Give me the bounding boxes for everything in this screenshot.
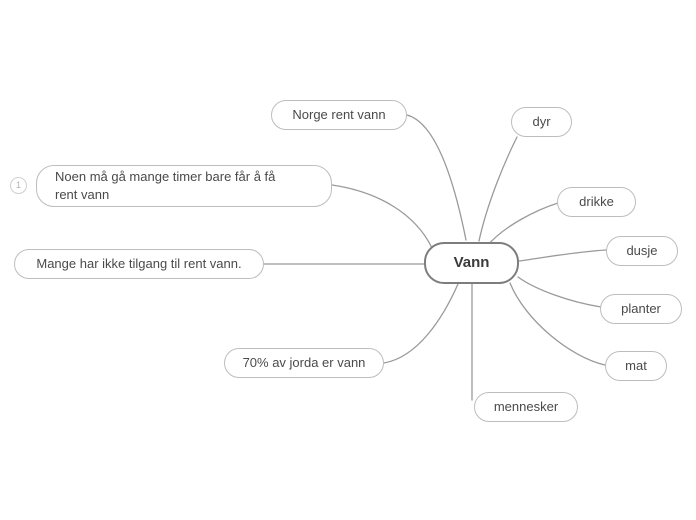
node-label-drikke: drikke bbox=[579, 194, 614, 210]
central-node-vann[interactable]: Vann bbox=[424, 242, 519, 284]
node-badge-1[interactable]: 1 bbox=[10, 177, 27, 194]
node-norge-rent-vann[interactable]: Norge rent vann bbox=[271, 100, 407, 130]
node-label-planter: planter bbox=[621, 301, 661, 317]
node-label-mat: mat bbox=[625, 358, 647, 374]
node-label-noen-ma-ga: Noen må gå mange timer bare får å få ren… bbox=[55, 169, 276, 202]
node-mennesker[interactable]: mennesker bbox=[474, 392, 578, 422]
edge-norge-rent-vann bbox=[406, 114, 467, 241]
edge-planter bbox=[517, 276, 602, 308]
edge-dyr bbox=[478, 136, 518, 242]
node-mat[interactable]: mat bbox=[605, 351, 667, 381]
node-mange-har-ikke-tilgang[interactable]: Mange har ikke tilgang til rent vann. bbox=[14, 249, 264, 279]
node-70-prosent[interactable]: 70% av jorda er vann bbox=[224, 348, 384, 378]
node-planter[interactable]: planter bbox=[600, 294, 682, 324]
edge-mat bbox=[509, 282, 606, 366]
node-label-dusje: dusje bbox=[626, 243, 658, 259]
central-node-label: Vann bbox=[453, 253, 490, 271]
node-badge-label: 1 bbox=[15, 180, 21, 190]
node-label-mange-har-ikke-tilgang: Mange har ikke tilgang til rent vann. bbox=[36, 256, 242, 272]
edge-noen-ma-ga bbox=[331, 184, 433, 249]
node-noen-ma-ga[interactable]: Noen må gå mange timer bare får å få ren… bbox=[36, 165, 332, 207]
node-dyr[interactable]: dyr bbox=[511, 107, 572, 137]
node-label-mennesker: mennesker bbox=[493, 399, 559, 415]
edge-drikke bbox=[486, 202, 559, 247]
edge-dusje bbox=[518, 249, 607, 262]
node-drikke[interactable]: drikke bbox=[557, 187, 636, 217]
edge-70-prosent bbox=[383, 283, 459, 364]
node-label-norge-rent-vann: Norge rent vann bbox=[292, 107, 386, 123]
node-label-70-prosent: 70% av jorda er vann bbox=[242, 355, 366, 371]
node-label-dyr: dyr bbox=[532, 114, 551, 130]
node-dusje[interactable]: dusje bbox=[606, 236, 678, 266]
